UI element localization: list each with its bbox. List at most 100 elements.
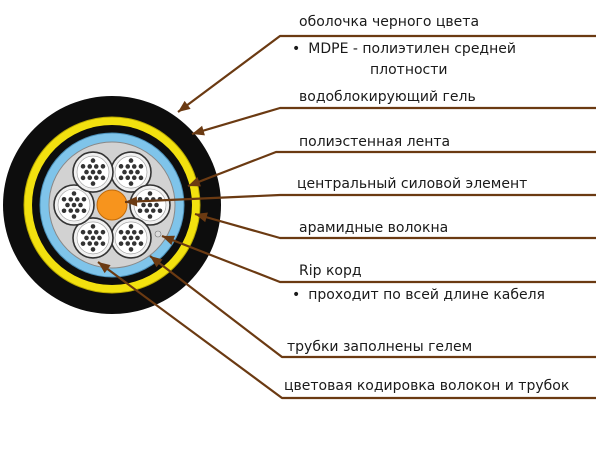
- leader-arrowhead: [178, 100, 191, 112]
- leader-central: [124, 193, 596, 207]
- fiber: [147, 214, 153, 219]
- fiber: [71, 191, 77, 196]
- tube: [129, 184, 171, 226]
- leader-tape: [187, 150, 596, 188]
- leader-jacket: [177, 34, 596, 113]
- fiber: [68, 208, 74, 213]
- fiber: [93, 241, 99, 246]
- fiber: [150, 208, 156, 213]
- fiber: [135, 235, 140, 241]
- fiber: [80, 175, 86, 181]
- fiber: [87, 241, 93, 246]
- fiber: [80, 164, 86, 169]
- fiber: [118, 175, 124, 181]
- label-coding: цветовая кодировка волокон и трубок: [284, 378, 570, 394]
- fiber: [84, 235, 89, 241]
- fiber: [147, 202, 153, 208]
- fiber: [144, 208, 150, 213]
- leader-lines: [97, 34, 596, 400]
- fiber: [154, 202, 159, 208]
- fiber: [128, 235, 134, 241]
- fiber: [141, 202, 146, 208]
- label-central: центральный силовой элемент: [297, 176, 528, 192]
- fiber: [90, 158, 96, 163]
- fiber: [122, 235, 127, 241]
- leader-coding: [97, 261, 596, 400]
- leader-arrowhead: [150, 256, 163, 268]
- fiber: [97, 169, 102, 175]
- fiber: [90, 247, 96, 252]
- fiber: [135, 169, 140, 175]
- fiber: [118, 229, 124, 235]
- label-tubes: трубки заполнены гелем: [287, 339, 473, 355]
- fiber: [118, 164, 124, 169]
- fiber: [131, 241, 137, 246]
- fiber: [74, 197, 80, 202]
- leader-line: [124, 193, 596, 204]
- leader-line: [161, 234, 596, 284]
- fiber: [74, 208, 80, 213]
- fiber: [125, 229, 131, 235]
- leader-arrowhead: [162, 235, 175, 246]
- fiber: [93, 164, 99, 169]
- fiber: [68, 197, 74, 202]
- cable-cross-section: [3, 96, 221, 314]
- fiber: [61, 196, 67, 202]
- leader-aramid: [194, 212, 596, 240]
- leader-arrowhead: [188, 177, 201, 187]
- rip-cord: [154, 230, 162, 238]
- fiber: [61, 208, 67, 214]
- leader-line: [187, 150, 596, 188]
- label-jacket-note-cont: плотности: [370, 62, 448, 78]
- fiber: [71, 214, 77, 219]
- tube: [110, 217, 152, 259]
- fiber: [125, 241, 131, 246]
- leader-line: [149, 255, 596, 359]
- fiber: [138, 229, 144, 235]
- fiber: [93, 175, 99, 181]
- leader-gel: [191, 106, 596, 136]
- fiber: [131, 229, 137, 235]
- leader-arrowhead: [125, 196, 138, 207]
- fiber: [90, 235, 96, 241]
- fiber: [65, 202, 70, 208]
- fiber: [138, 164, 144, 169]
- fiber: [138, 241, 144, 246]
- fiber: [78, 202, 83, 208]
- label-tape: полиэстенная лента: [299, 134, 451, 150]
- fiber: [100, 164, 106, 169]
- central-strength-member: [96, 189, 128, 221]
- leader-arrowhead: [195, 212, 208, 223]
- label-rip: Rip корд: [299, 263, 362, 279]
- fiber: [80, 241, 86, 246]
- fiber: [87, 175, 93, 181]
- leader-rip: [161, 234, 596, 284]
- label-jacket-note: MDPE - полиэтилен средней: [292, 40, 516, 58]
- fiber: [137, 208, 143, 214]
- fiber: [71, 202, 77, 208]
- fiber: [128, 181, 134, 186]
- leader-arrowhead: [98, 262, 111, 274]
- fiber: [125, 164, 131, 169]
- fiber: [131, 164, 137, 169]
- fiber: [97, 235, 102, 241]
- leader-line: [97, 261, 596, 400]
- tube: [72, 217, 114, 259]
- fiber: [138, 175, 144, 181]
- fiber: [87, 229, 93, 235]
- fiber: [147, 191, 153, 196]
- fiber: [90, 169, 96, 175]
- leader-tubes: [149, 255, 596, 359]
- fiber: [100, 241, 106, 246]
- fiber: [100, 175, 106, 181]
- label-aramid: арамидные волокна: [299, 220, 449, 236]
- fiber: [128, 158, 134, 163]
- fiber: [93, 229, 99, 235]
- fiber: [90, 181, 96, 186]
- fiber: [122, 169, 127, 175]
- fiber: [81, 196, 87, 202]
- fiber: [100, 229, 106, 235]
- fiber: [157, 208, 163, 214]
